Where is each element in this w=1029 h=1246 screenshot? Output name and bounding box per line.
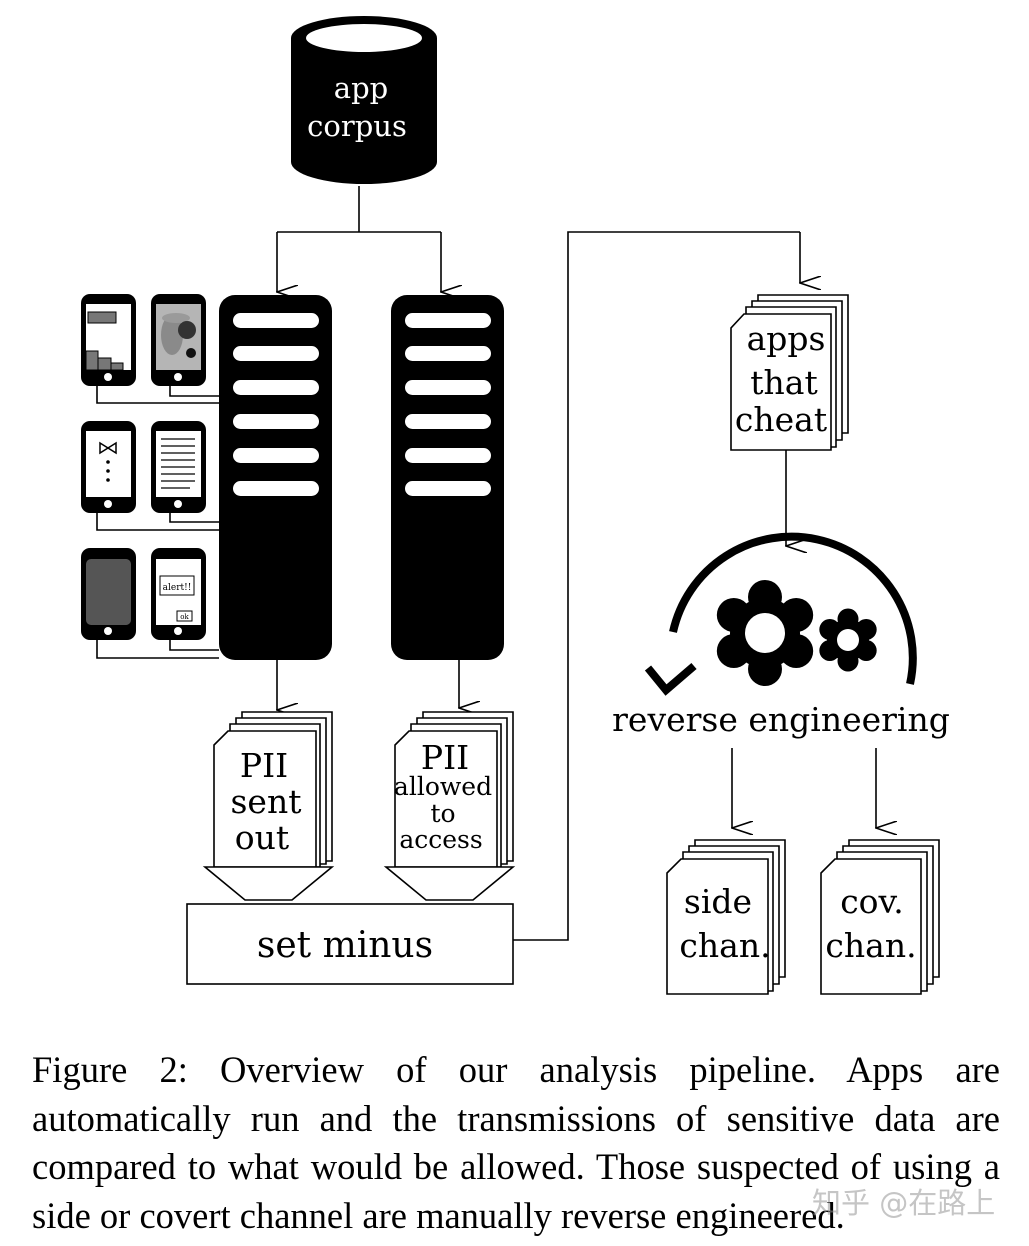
figure-caption: Figure 2: Overview of our analysis pipel… [32,1049,1000,1236]
server-icon [391,295,504,660]
set-minus-box: set minus [186,903,514,985]
pii-sent-line3: out [235,818,289,857]
covert-channel-line1: cov. [840,882,904,921]
app-corpus-database-icon: app corpus [291,16,437,184]
covert-channel-line2: chan. [825,926,916,965]
covert-channel-document-stack-icon: cov. chan. [820,839,940,995]
phone-icon [81,548,136,640]
pii-sent-line1: PII [240,746,288,785]
cheat-line2: that [750,363,817,402]
pii-allowed-line4: access [399,825,482,854]
side-channel-line1: side [684,882,752,921]
server-icon [219,295,332,660]
cheat-line3: cheat [735,400,827,439]
corpus-label-line1: app [334,71,388,105]
side-channel-document-stack-icon: side chan. [666,839,786,995]
phone-icon: alert!! ok [151,548,206,640]
funnel-icon [202,866,516,901]
pii-allowed-line2: allowed [394,772,492,801]
pii-sent-out-document-stack-icon: PII sent out [213,711,333,868]
alert-dialog-text: alert!! [163,583,192,593]
apps-that-cheat-document-stack-icon: apps that cheat [730,294,849,451]
phone-icon [151,294,206,386]
circular-arrow-icon [644,532,917,696]
reverse-engineering-label: reverse engineering [612,700,950,739]
pii-allowed-line1: PII [421,738,469,777]
corpus-label-line2: corpus [307,109,407,143]
alert-ok-text: ok [180,613,189,621]
watermark-text: 知乎 @在路上 [812,1186,996,1220]
phone-icon [81,421,136,513]
gears-icon [716,580,877,686]
large-gear-icon [716,580,814,686]
side-channel-line2: chan. [679,926,770,965]
pii-sent-line2: sent [231,782,302,821]
set-minus-label: set minus [257,925,433,966]
phone-cables [96,386,219,659]
small-gear-icon [819,608,877,672]
phone-icon [151,421,206,513]
pii-allowed-document-stack-icon: PII allowed to access [394,711,514,868]
server-output-arrows [277,660,459,710]
database-connector [277,186,441,292]
set-minus-connector [513,231,800,941]
cheat-line1: apps [747,319,826,358]
phone-icon [81,294,136,386]
re-output-arrows [732,748,876,828]
pii-allowed-line3: to [430,799,455,828]
pipeline-diagram: app corpus [81,16,950,995]
